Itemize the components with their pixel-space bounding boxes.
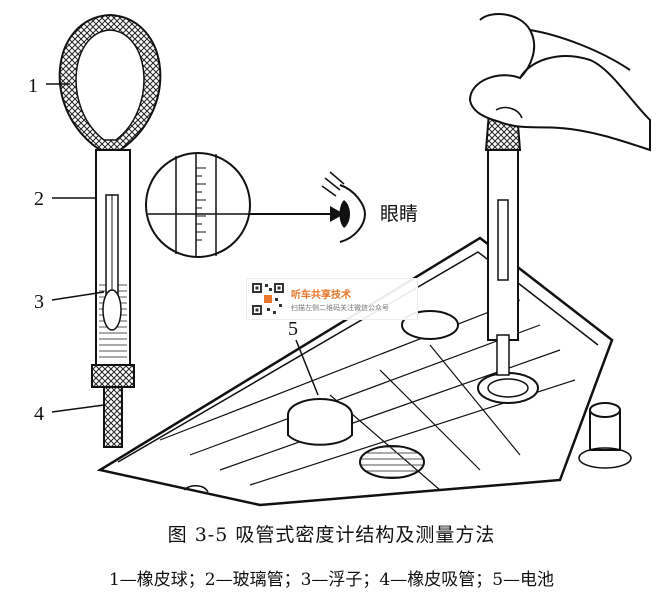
rubber-bulb — [58, 13, 162, 151]
label-3: 3 — [34, 291, 105, 313]
svg-text:4: 4 — [34, 403, 44, 425]
hydrometer-diagram: 1 2 3 4 眼睛 — [28, 13, 651, 507]
hydrometer-in-battery — [484, 99, 522, 376]
label-4: 4 — [34, 403, 105, 425]
label-5: 5 — [288, 318, 319, 396]
svg-text:1: 1 — [28, 75, 38, 97]
magnified-scale — [145, 152, 251, 258]
qr-code-icon — [251, 282, 285, 316]
figure-caption: 图 3-5 吸管式密度计结构及测量方法 — [167, 524, 496, 546]
float — [102, 194, 122, 331]
eye-icon — [321, 171, 367, 243]
watermark-title: 听车共享技术 — [291, 289, 351, 301]
sight-line — [248, 206, 344, 222]
watermark-subtitle: 扫描左侧二维码关注微信公众号 — [291, 303, 389, 312]
eye-label: 眼睛 — [380, 203, 418, 225]
label-1: 1 — [28, 75, 70, 97]
hand — [468, 13, 651, 152]
figure-legend: 1—橡皮球；2—玻璃管；3—浮子；4—橡皮吸管；5—电池 — [108, 570, 555, 590]
label-2: 2 — [34, 188, 96, 210]
svg-text:5: 5 — [288, 318, 298, 340]
rubber-pipette — [91, 364, 135, 448]
svg-text:3: 3 — [34, 291, 44, 313]
watermark: 听车共享技术 扫描左侧二维码关注微信公众号 — [246, 278, 418, 320]
svg-text:2: 2 — [34, 188, 44, 210]
